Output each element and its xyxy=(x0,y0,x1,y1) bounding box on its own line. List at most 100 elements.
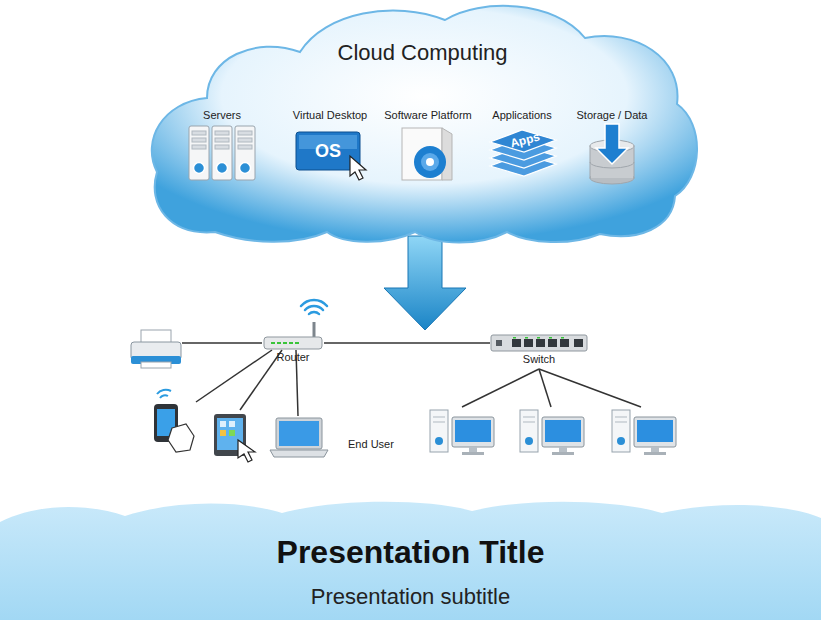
presentation-subtitle: Presentation subtitle xyxy=(311,583,510,611)
server-slot xyxy=(192,145,206,149)
desktop-pc xyxy=(644,452,666,455)
desktop-pc xyxy=(469,447,477,452)
server-slot xyxy=(192,138,206,142)
router-led xyxy=(271,342,275,344)
title-band: Presentation TitlePresentation subtitle xyxy=(0,500,821,620)
phone-icon xyxy=(160,395,168,398)
desktop-pc xyxy=(545,420,581,442)
phone-icon xyxy=(154,390,194,452)
service-item: Virtual Desktop xyxy=(282,108,378,184)
service-item: Storage / Data xyxy=(564,108,660,184)
item-label: Switch xyxy=(523,352,555,366)
server-tower xyxy=(235,126,255,180)
switch-led xyxy=(537,337,540,339)
hand-cursor xyxy=(350,156,366,180)
desktop-pc xyxy=(520,410,538,452)
item-label: Servers xyxy=(203,108,241,122)
cloud-shape: Cloud ComputingServers Virtual Desktop Sof… xyxy=(145,0,700,245)
switch-port xyxy=(574,339,583,347)
phone-icon xyxy=(168,424,194,452)
router-box xyxy=(264,337,322,349)
switch-led xyxy=(549,337,552,339)
apps-icon xyxy=(474,122,570,184)
printer-icon xyxy=(141,362,171,368)
network-wire xyxy=(539,369,641,407)
server-slot xyxy=(238,145,252,149)
printer-icon xyxy=(131,330,181,368)
laptop-icon xyxy=(276,418,322,449)
storage-icon xyxy=(564,122,660,184)
laptop-icon xyxy=(279,421,319,446)
desktop-pc xyxy=(452,417,494,447)
software-icon xyxy=(380,122,476,184)
wifi-signal xyxy=(305,306,323,310)
network-wire xyxy=(240,350,282,410)
router-led xyxy=(277,342,281,344)
tablet-icon xyxy=(214,414,255,462)
desktop-pc xyxy=(435,437,443,445)
item-label: Software Platform xyxy=(384,108,471,122)
down-arrow xyxy=(384,236,466,330)
phone-icon xyxy=(157,390,171,394)
server-slot xyxy=(238,138,252,142)
switch-port xyxy=(548,339,557,347)
desktop-pc xyxy=(637,420,673,442)
service-item: Servers xyxy=(174,108,270,184)
desktop-pc xyxy=(634,417,676,447)
desktop-pc xyxy=(651,447,659,452)
server-slot xyxy=(215,131,229,135)
server-slot xyxy=(238,131,252,135)
network-wire xyxy=(182,342,262,344)
disc-hole xyxy=(426,158,434,166)
item-label: Router xyxy=(276,350,309,364)
power-button xyxy=(240,163,251,174)
wifi-signal xyxy=(309,312,319,314)
item-label: Virtual Desktop xyxy=(293,108,367,122)
switch-led xyxy=(525,337,528,339)
desktop-pc xyxy=(559,447,567,452)
desktop-pc xyxy=(615,417,627,418)
group-label: End User xyxy=(348,437,408,451)
disc-ring xyxy=(421,153,439,171)
network-link xyxy=(324,342,490,344)
switch-led xyxy=(513,337,516,339)
band-outline xyxy=(0,502,821,620)
switch-box xyxy=(491,335,587,351)
down-arrow xyxy=(384,236,466,330)
power-button xyxy=(194,163,205,174)
switch-port xyxy=(496,340,502,346)
desktop-pc xyxy=(430,410,448,452)
download-arrow xyxy=(596,124,628,164)
wifi-signal xyxy=(301,300,327,314)
router-led xyxy=(289,342,293,344)
presentation-title: Presentation Title xyxy=(277,533,545,571)
router-icon xyxy=(262,322,324,350)
server-tower xyxy=(212,126,232,180)
desktop-pc xyxy=(433,422,445,423)
desktop-pc xyxy=(615,422,627,423)
desktop-pc xyxy=(552,452,574,455)
network-wire xyxy=(182,343,641,416)
tablet-icon xyxy=(229,421,235,427)
switch-node: Switch xyxy=(490,332,588,366)
router-antenna xyxy=(313,322,316,337)
cloud-heading: Cloud Computing xyxy=(145,40,700,66)
network-wire xyxy=(462,369,539,407)
network-wire xyxy=(539,369,551,407)
desktop-pc xyxy=(612,410,630,452)
app-layer xyxy=(490,130,556,152)
desktop-pc xyxy=(462,452,484,455)
router-led xyxy=(295,342,299,344)
router-node: Router xyxy=(262,322,324,364)
switch-led xyxy=(561,337,564,339)
desktop-pc xyxy=(520,410,584,455)
switch-port xyxy=(524,339,533,347)
desktop-pc xyxy=(525,437,533,445)
switch-port xyxy=(512,339,521,347)
switch-port xyxy=(560,339,569,347)
desktop-pc xyxy=(430,410,494,455)
desktop-pc xyxy=(617,437,625,445)
servers-icon xyxy=(174,122,270,184)
laptop-icon xyxy=(270,450,328,457)
